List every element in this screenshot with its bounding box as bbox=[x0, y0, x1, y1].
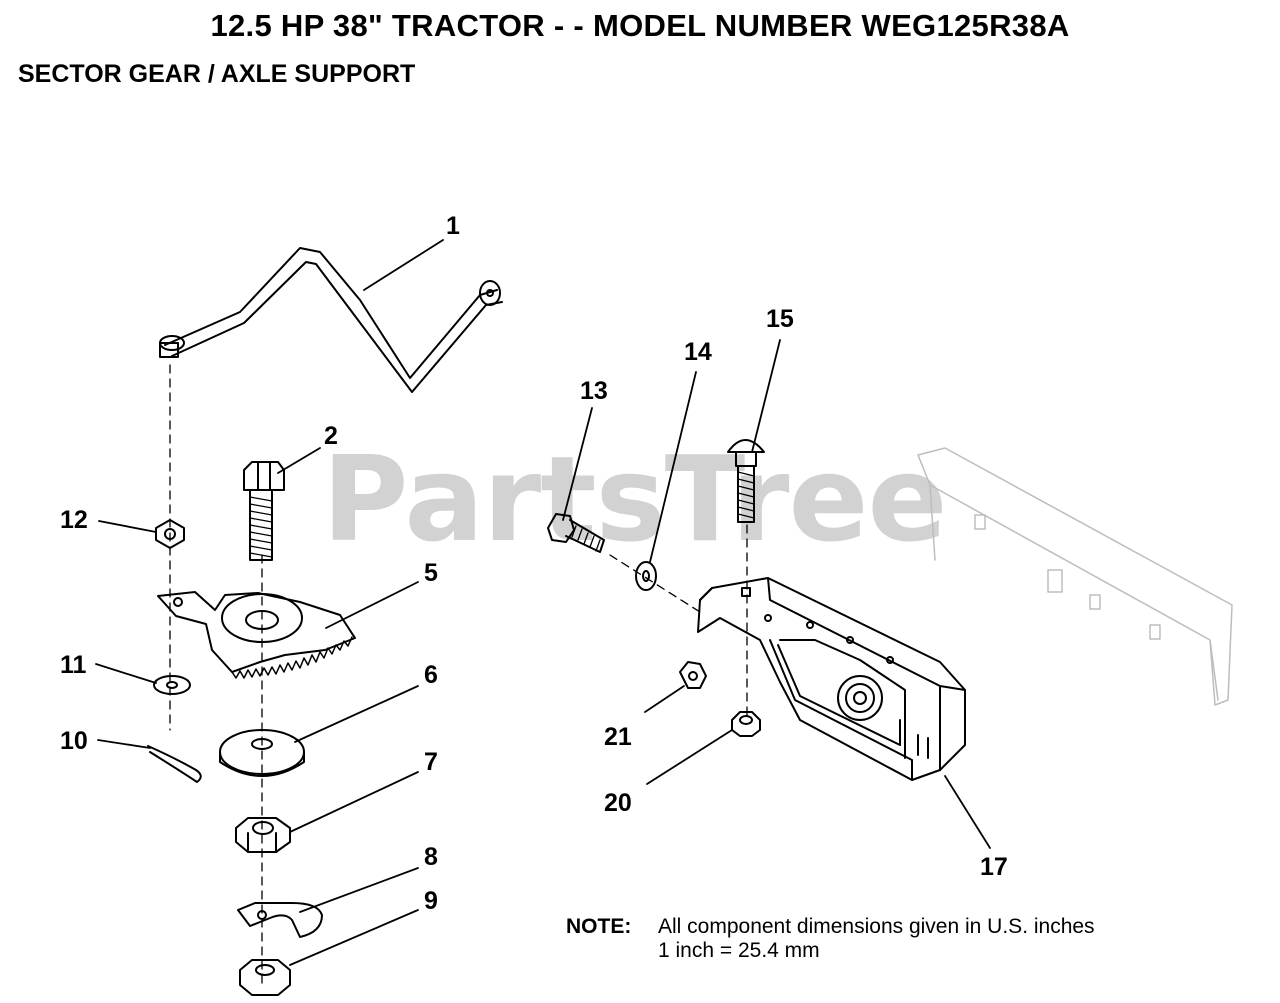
part-9-nut bbox=[239, 959, 291, 996]
part-6-washer bbox=[219, 729, 305, 777]
callout-5: 5 bbox=[424, 559, 438, 587]
callout-2: 2 bbox=[324, 422, 338, 450]
part-12-nut bbox=[155, 519, 185, 549]
callout-10: 10 bbox=[60, 727, 88, 755]
callout-1: 1 bbox=[446, 212, 460, 240]
callout-21: 21 bbox=[604, 723, 632, 751]
page-title: 12.5 HP 38" TRACTOR - - MODEL NUMBER WEG… bbox=[210, 8, 1070, 43]
note-line-1: All component dimensions given in U.S. i… bbox=[658, 915, 1095, 938]
section-title: SECTOR GEAR / AXLE SUPPORT bbox=[18, 60, 416, 88]
callout-8: 8 bbox=[424, 843, 438, 871]
dimension-note: NOTE: All component dimensions given in U… bbox=[566, 915, 1095, 963]
note-line-2: 1 inch = 25.4 mm bbox=[658, 939, 820, 962]
callout-14: 14 bbox=[684, 338, 712, 366]
note-label: NOTE: bbox=[566, 915, 632, 938]
part-20-nut bbox=[731, 711, 761, 737]
part-14-washer bbox=[635, 561, 657, 591]
part-17-axle-support bbox=[697, 577, 966, 781]
part-11-washer bbox=[153, 675, 191, 695]
callout-9: 9 bbox=[424, 887, 438, 915]
watermark-logo: PartsTree bbox=[322, 430, 948, 568]
callout-7: 7 bbox=[424, 748, 438, 776]
part-7-nut bbox=[235, 817, 291, 853]
part-8-clip bbox=[237, 902, 323, 938]
part-10-cotter-pin bbox=[147, 745, 202, 783]
callout-13: 13 bbox=[580, 377, 608, 405]
alignment-lines bbox=[169, 364, 748, 986]
part-2-bolt bbox=[243, 461, 285, 561]
part-13-bolt bbox=[547, 513, 605, 553]
part-15-carriage-bolt bbox=[727, 439, 765, 523]
part-1-drag-link bbox=[159, 247, 503, 393]
callout-20: 20 bbox=[604, 789, 632, 817]
callout-11: 11 bbox=[60, 651, 87, 679]
part-21-nut bbox=[679, 661, 707, 689]
callout-17: 17 bbox=[980, 853, 1008, 881]
callout-15: 15 bbox=[766, 305, 794, 333]
callout-6: 6 bbox=[424, 661, 438, 689]
part-5-sector-gear bbox=[157, 591, 356, 679]
frame-section bbox=[917, 447, 1233, 706]
callout-12: 12 bbox=[60, 506, 88, 534]
leader-lines bbox=[95, 239, 991, 966]
